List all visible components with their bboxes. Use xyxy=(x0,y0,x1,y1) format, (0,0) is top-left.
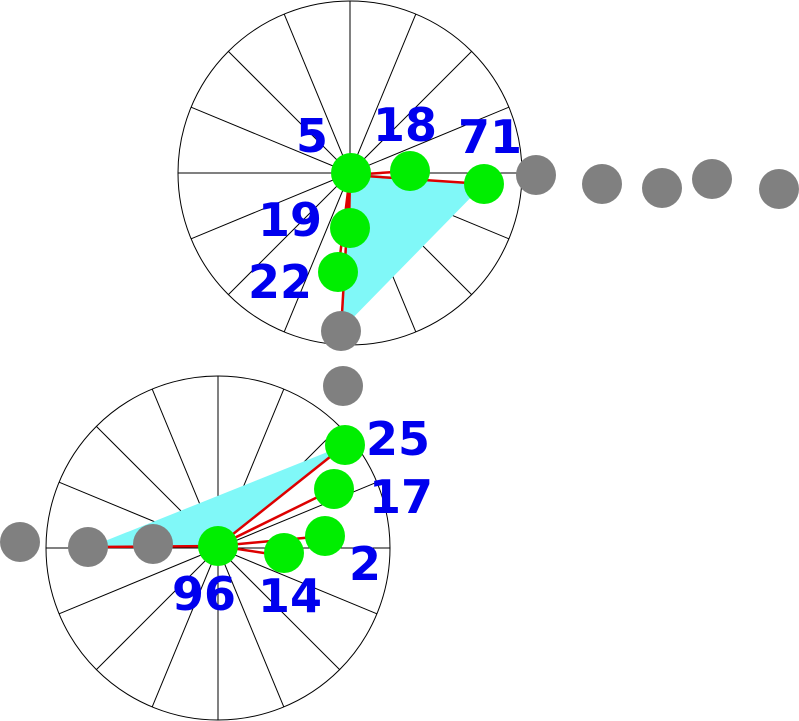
gray-node-1 xyxy=(516,155,556,195)
gray-node-3 xyxy=(642,168,682,208)
upper-spoke xyxy=(349,51,472,174)
gray-node-9 xyxy=(68,527,108,567)
lower-label-14: 14 xyxy=(258,569,322,623)
lower-node-25 xyxy=(325,425,365,465)
gray-node-7 xyxy=(323,366,363,406)
upper-node-5 xyxy=(331,153,371,193)
upper-spoke xyxy=(349,13,417,174)
lower-spoke xyxy=(217,547,378,615)
upper-spoke xyxy=(190,106,351,174)
lower-spoke xyxy=(151,547,219,708)
upper-label-5: 5 xyxy=(296,109,328,163)
upper-node-71 xyxy=(464,164,504,204)
upper-spoke xyxy=(190,172,351,240)
upper-node-19 xyxy=(330,208,370,248)
lower-label-2: 2 xyxy=(349,537,381,591)
gray-node-5 xyxy=(759,169,799,209)
lower-label-96: 96 xyxy=(172,567,236,621)
lower-node-96 xyxy=(198,526,238,566)
lower-spoke xyxy=(217,547,285,708)
upper-spoke xyxy=(228,51,351,174)
lower-link-17 xyxy=(217,487,335,548)
upper-label-22: 22 xyxy=(248,255,312,309)
upper-link-bottom xyxy=(339,174,352,332)
lower-label-25: 25 xyxy=(366,412,430,466)
gray-nodes xyxy=(0,155,799,567)
lower-node-14 xyxy=(264,533,304,573)
lower-spoke xyxy=(96,547,219,670)
upper-spoke xyxy=(283,13,351,174)
lower-wheel: 25 17 2 96 14 xyxy=(45,375,433,721)
gray-node-4 xyxy=(692,159,732,199)
gray-node-10 xyxy=(133,524,173,564)
upper-node-22 xyxy=(318,252,358,292)
upper-wheel-sector xyxy=(341,173,484,330)
lower-wheel-sector xyxy=(90,445,345,547)
lower-spoke xyxy=(58,547,219,615)
upper-label-19: 19 xyxy=(258,193,322,247)
lower-link-25 xyxy=(217,444,346,547)
upper-label-18: 18 xyxy=(373,98,437,152)
lower-spoke xyxy=(217,547,340,670)
upper-wheel: 5 18 71 19 22 xyxy=(177,0,523,346)
lower-node-2 xyxy=(305,516,345,556)
upper-spoke xyxy=(283,172,351,333)
upper-node-18 xyxy=(390,151,430,191)
upper-label-71: 71 xyxy=(458,110,522,164)
lower-label-17: 17 xyxy=(369,470,433,524)
gray-node-8 xyxy=(0,522,40,562)
upper-spoke xyxy=(349,106,510,174)
gray-node-2 xyxy=(582,164,622,204)
upper-spoke xyxy=(228,172,351,295)
gray-node-6 xyxy=(321,311,361,351)
lower-node-17 xyxy=(314,469,354,509)
